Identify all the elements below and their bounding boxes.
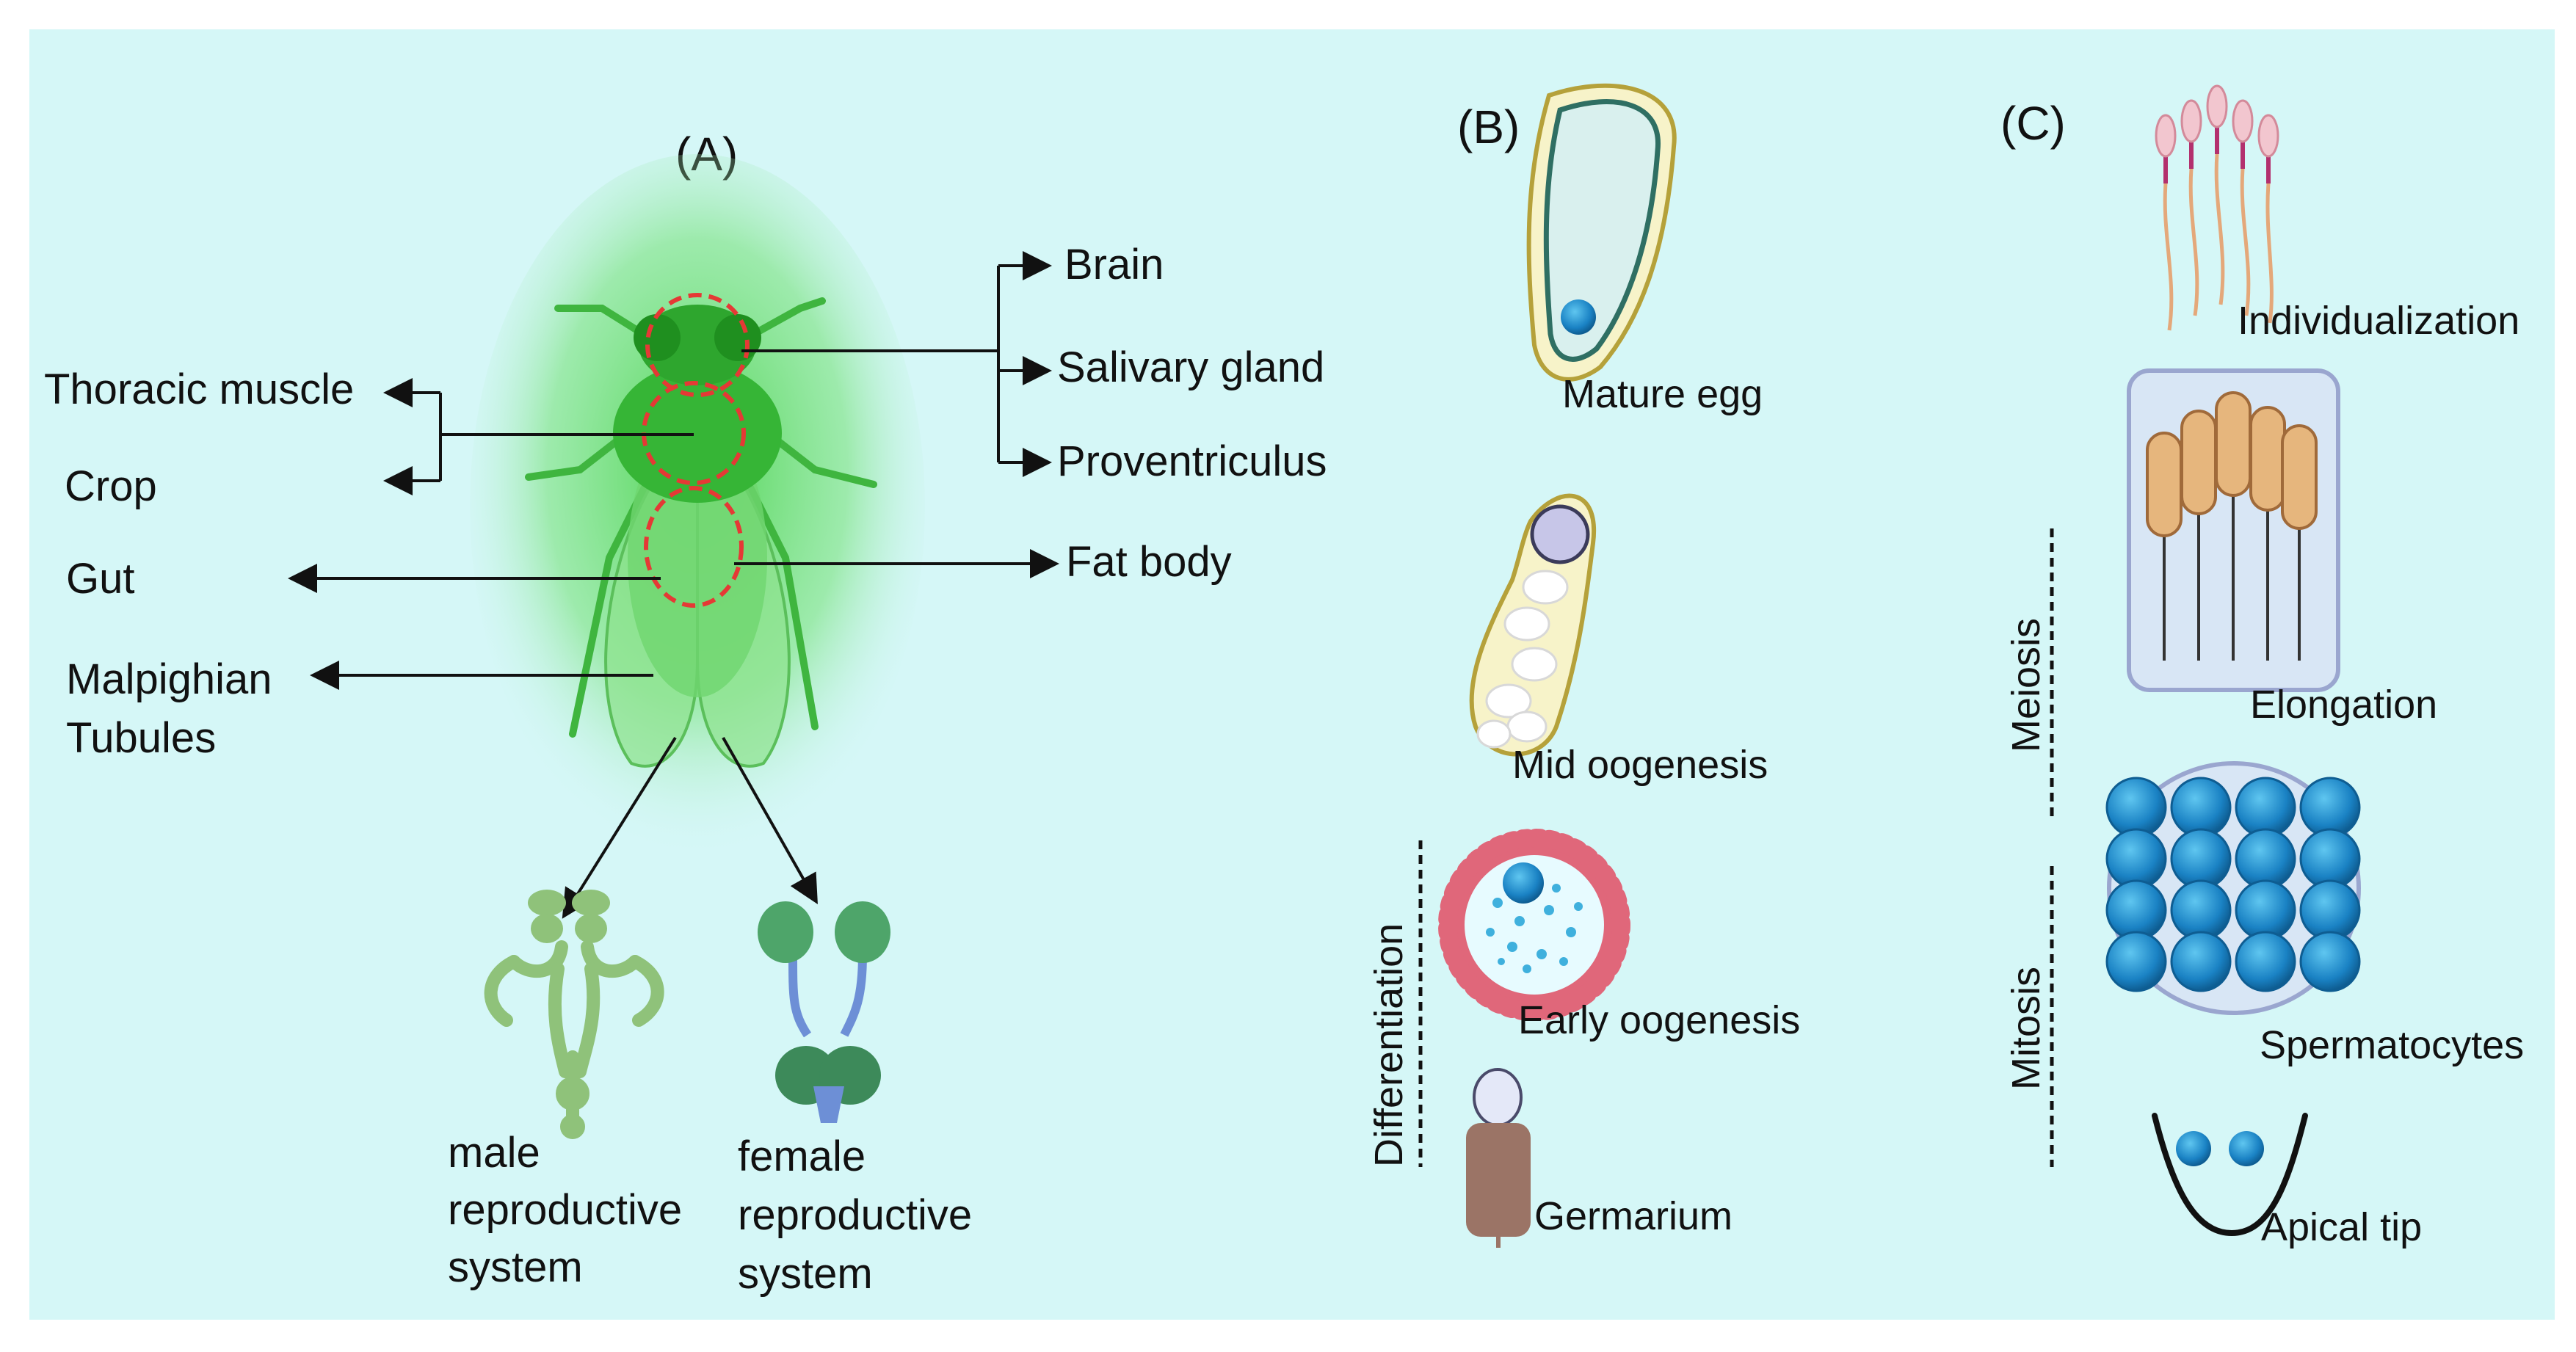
label-meiosis: Meiosis bbox=[2004, 618, 2048, 752]
label-proventriculus: Proventriculus bbox=[1057, 437, 1327, 485]
label-female-line1: female bbox=[738, 1133, 866, 1180]
germarium-illustration bbox=[1466, 1068, 1531, 1248]
label-apical-tip: Apical tip bbox=[2261, 1205, 2422, 1249]
label-malpighian-line1: Malpighian bbox=[66, 655, 272, 703]
arrow-female-system bbox=[722, 737, 818, 904]
individualized-sperm-illustration bbox=[2155, 84, 2279, 331]
label-female-line3: system bbox=[738, 1250, 873, 1298]
label-female-line2: reproductive bbox=[738, 1191, 972, 1239]
arrow-male-system bbox=[562, 736, 677, 919]
dashed-circle-abdomen bbox=[644, 486, 744, 608]
spermatocytes-illustration bbox=[2105, 761, 2361, 1015]
dashed-circle-head bbox=[645, 293, 750, 397]
early-oogenesis-illustration bbox=[1438, 829, 1630, 1021]
label-crop: Crop bbox=[65, 462, 157, 510]
label-fat-body: Fat body bbox=[1066, 538, 1232, 586]
label-spermatocytes: Spermatocytes bbox=[2260, 1023, 2524, 1067]
apical-tip-illustration bbox=[2152, 1113, 2308, 1237]
label-germarium: Germarium bbox=[1534, 1194, 1733, 1238]
panel-label-c: (C) bbox=[2000, 97, 2066, 150]
label-individualization: Individualization bbox=[2238, 299, 2519, 343]
label-male-line2: reproductive bbox=[448, 1186, 682, 1234]
label-early-oogenesis: Early oogenesis bbox=[1518, 998, 1800, 1042]
fly-illustration bbox=[470, 154, 925, 859]
elongation-illustration bbox=[2127, 368, 2340, 692]
female-reproductive-illustration bbox=[758, 901, 890, 1123]
label-salivary-gland: Salivary gland bbox=[1057, 344, 1324, 391]
label-mature-egg: Mature egg bbox=[1562, 372, 1763, 416]
label-gut: Gut bbox=[66, 555, 135, 603]
label-mitosis: Mitosis bbox=[2004, 967, 2048, 1090]
panel-label-b: (B) bbox=[1457, 101, 1520, 153]
label-male-line3: system bbox=[448, 1243, 583, 1291]
label-male-line1: male bbox=[448, 1129, 540, 1177]
label-thoracic-muscle: Thoracic muscle bbox=[44, 366, 354, 413]
label-elongation: Elongation bbox=[2250, 683, 2437, 727]
male-gland-tops bbox=[528, 890, 610, 943]
fly-eye-left bbox=[634, 314, 681, 361]
male-reproductive-illustration bbox=[484, 940, 664, 1139]
mature-egg-illustration bbox=[1526, 83, 1677, 382]
label-mid-oogenesis: Mid oogenesis bbox=[1512, 743, 1768, 787]
mid-oogenesis-illustration bbox=[1469, 493, 1597, 757]
label-differentiation: Differentiation bbox=[1367, 923, 1411, 1167]
fly-eye-right bbox=[714, 314, 761, 361]
label-brain: Brain bbox=[1064, 241, 1164, 288]
label-malpighian-line2: Tubules bbox=[66, 714, 216, 762]
